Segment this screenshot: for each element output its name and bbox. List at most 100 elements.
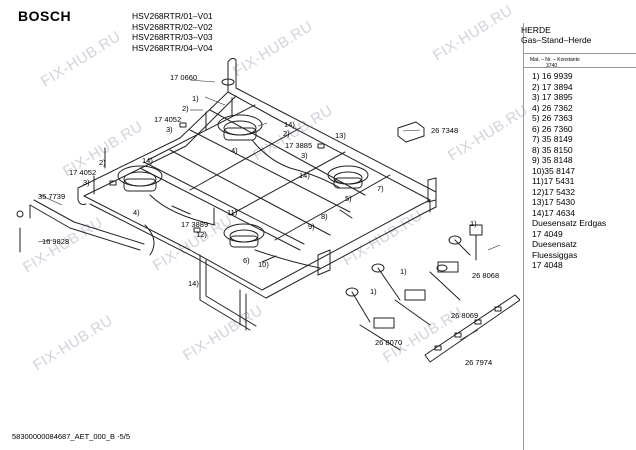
callout-label: 17 0660 bbox=[170, 73, 198, 82]
frame-tube bbox=[235, 59, 437, 193]
pipe-part bbox=[261, 255, 277, 263]
material-label-line: 3740 bbox=[546, 63, 558, 69]
thermocouple-wire bbox=[144, 224, 155, 256]
clip-part bbox=[109, 180, 117, 186]
callout-label: 3) bbox=[83, 178, 90, 187]
parts-list-item: 6) 26 7360 bbox=[532, 123, 573, 134]
parts-list-item: 2) 17 3894 bbox=[532, 81, 573, 92]
document-footer: 58300000084687_AET_000_B -5/5 bbox=[12, 432, 131, 441]
thermocouple-wire bbox=[149, 194, 216, 226]
pipe-part bbox=[339, 209, 353, 219]
burner-cup bbox=[123, 178, 157, 192]
frame-tube bbox=[77, 91, 229, 189]
valve-knob bbox=[371, 263, 385, 273]
frame-crossbar bbox=[209, 109, 366, 196]
bracket-part bbox=[427, 177, 437, 203]
valve-shaft bbox=[377, 267, 401, 301]
bracket-part bbox=[317, 249, 331, 276]
callout-label: 7) bbox=[377, 184, 384, 193]
rail-hole bbox=[474, 319, 482, 325]
callout-label: 26 7348 bbox=[431, 126, 459, 135]
callout-label: 10) bbox=[258, 260, 269, 269]
material-number-label: Mat. – Nr. – Konstante 3740 bbox=[530, 57, 580, 69]
callout-label: 1) bbox=[400, 267, 407, 276]
callout-label: 26 8068 bbox=[472, 271, 500, 280]
parts-list-item: 9) 35 8148 bbox=[532, 155, 573, 165]
burner-ring bbox=[333, 171, 363, 185]
burner-cup bbox=[229, 235, 259, 248]
callout-label: 14) bbox=[188, 279, 199, 288]
callout-label: 17 3885 bbox=[285, 141, 313, 150]
gas-valve bbox=[359, 317, 401, 351]
burner-ring bbox=[123, 171, 157, 187]
burner-cup bbox=[333, 177, 363, 189]
callout-label: 9) bbox=[308, 222, 315, 231]
frame-crossbar bbox=[274, 174, 391, 241]
frame-crossbar bbox=[189, 127, 301, 191]
leader-line bbox=[189, 79, 216, 83]
parts-list-item: 3) 17 3895 bbox=[532, 92, 573, 102]
clip-part bbox=[317, 143, 325, 149]
valve-shaft bbox=[454, 239, 471, 256]
callout-label: 17 3889 bbox=[181, 220, 209, 229]
callout-label: 1) bbox=[470, 219, 477, 228]
callout-label: 12) bbox=[196, 230, 207, 239]
callout-label: 2) bbox=[99, 158, 106, 167]
rail-hole bbox=[434, 345, 442, 351]
parts-list-item: 4) 26 7362 bbox=[532, 102, 573, 113]
callout-label: 26 7974 bbox=[465, 358, 493, 367]
burner-ring bbox=[229, 229, 259, 243]
valve-knob bbox=[345, 287, 359, 297]
gas-valve bbox=[469, 224, 483, 261]
callout-label: 17 4052 bbox=[69, 168, 97, 177]
frame-tube bbox=[227, 61, 431, 201]
category-title: HERDE Gas–Stand–Herde bbox=[521, 25, 591, 45]
clip-part bbox=[193, 227, 201, 233]
frame-tube bbox=[89, 203, 267, 299]
frame-crossbar bbox=[169, 149, 331, 236]
frame-tube bbox=[77, 187, 87, 205]
parts-list-item: 5) 26 7363 bbox=[532, 113, 573, 123]
parts-list-item: 17 4048 bbox=[532, 260, 563, 270]
terminal-block bbox=[397, 121, 425, 143]
model-number: HSV268RTR/04–V04 bbox=[132, 42, 213, 53]
parts-list-item: Fluessiggas bbox=[532, 249, 578, 260]
model-number: HSV268RTR/01–V01 bbox=[132, 11, 213, 21]
callout-label: 11) bbox=[227, 208, 238, 217]
leader-line bbox=[39, 194, 63, 206]
leader-line bbox=[37, 239, 53, 243]
gas-valve bbox=[394, 289, 431, 326]
callout-label: 6) bbox=[243, 256, 250, 265]
leader-line bbox=[459, 329, 479, 341]
parts-list-item: 1) 16 9939 bbox=[532, 71, 573, 81]
parts-list-item: 12)17 5432 bbox=[532, 186, 576, 197]
rail-hole bbox=[494, 306, 502, 312]
frame-crossbar bbox=[189, 129, 351, 213]
callout-label: 26 8069 bbox=[451, 311, 479, 320]
frame-divider bbox=[523, 53, 636, 54]
parts-list-item: 11)17 5431 bbox=[532, 176, 575, 186]
parts-list-item: 8) 35 8150 bbox=[532, 144, 573, 155]
parts-list: 1) 16 9939 2) 17 3894 3) 17 3895 4) 26 7… bbox=[532, 71, 606, 271]
frame-crossbar bbox=[147, 104, 256, 161]
callout-label: 17 4052 bbox=[154, 115, 182, 124]
callout-label: 14) bbox=[284, 120, 295, 129]
parts-list-item: 10)35 8147 bbox=[532, 165, 576, 176]
leader-line bbox=[257, 122, 268, 127]
frame-leg bbox=[199, 254, 251, 331]
category-line: Gas–Stand–Herde bbox=[521, 35, 592, 45]
valve-knob bbox=[436, 264, 448, 272]
brand-logo: BOSCH bbox=[18, 8, 72, 24]
callout-label: 1) bbox=[370, 287, 377, 296]
parts-list-item: 14)17 4634 bbox=[532, 207, 576, 218]
model-number: HSV268RTR/03–V03 bbox=[132, 32, 213, 42]
thermocouple-wire bbox=[254, 249, 321, 269]
callout-label: 35 7739 bbox=[38, 192, 66, 201]
callout-label: 14) bbox=[299, 171, 310, 180]
callout-label: 5) bbox=[345, 194, 352, 203]
callout-label: 3) bbox=[166, 125, 173, 134]
parts-list-item: 17 4049 bbox=[532, 228, 563, 239]
valve-shaft bbox=[351, 291, 371, 323]
burner-ring bbox=[223, 120, 257, 136]
rail-hole bbox=[454, 332, 462, 338]
